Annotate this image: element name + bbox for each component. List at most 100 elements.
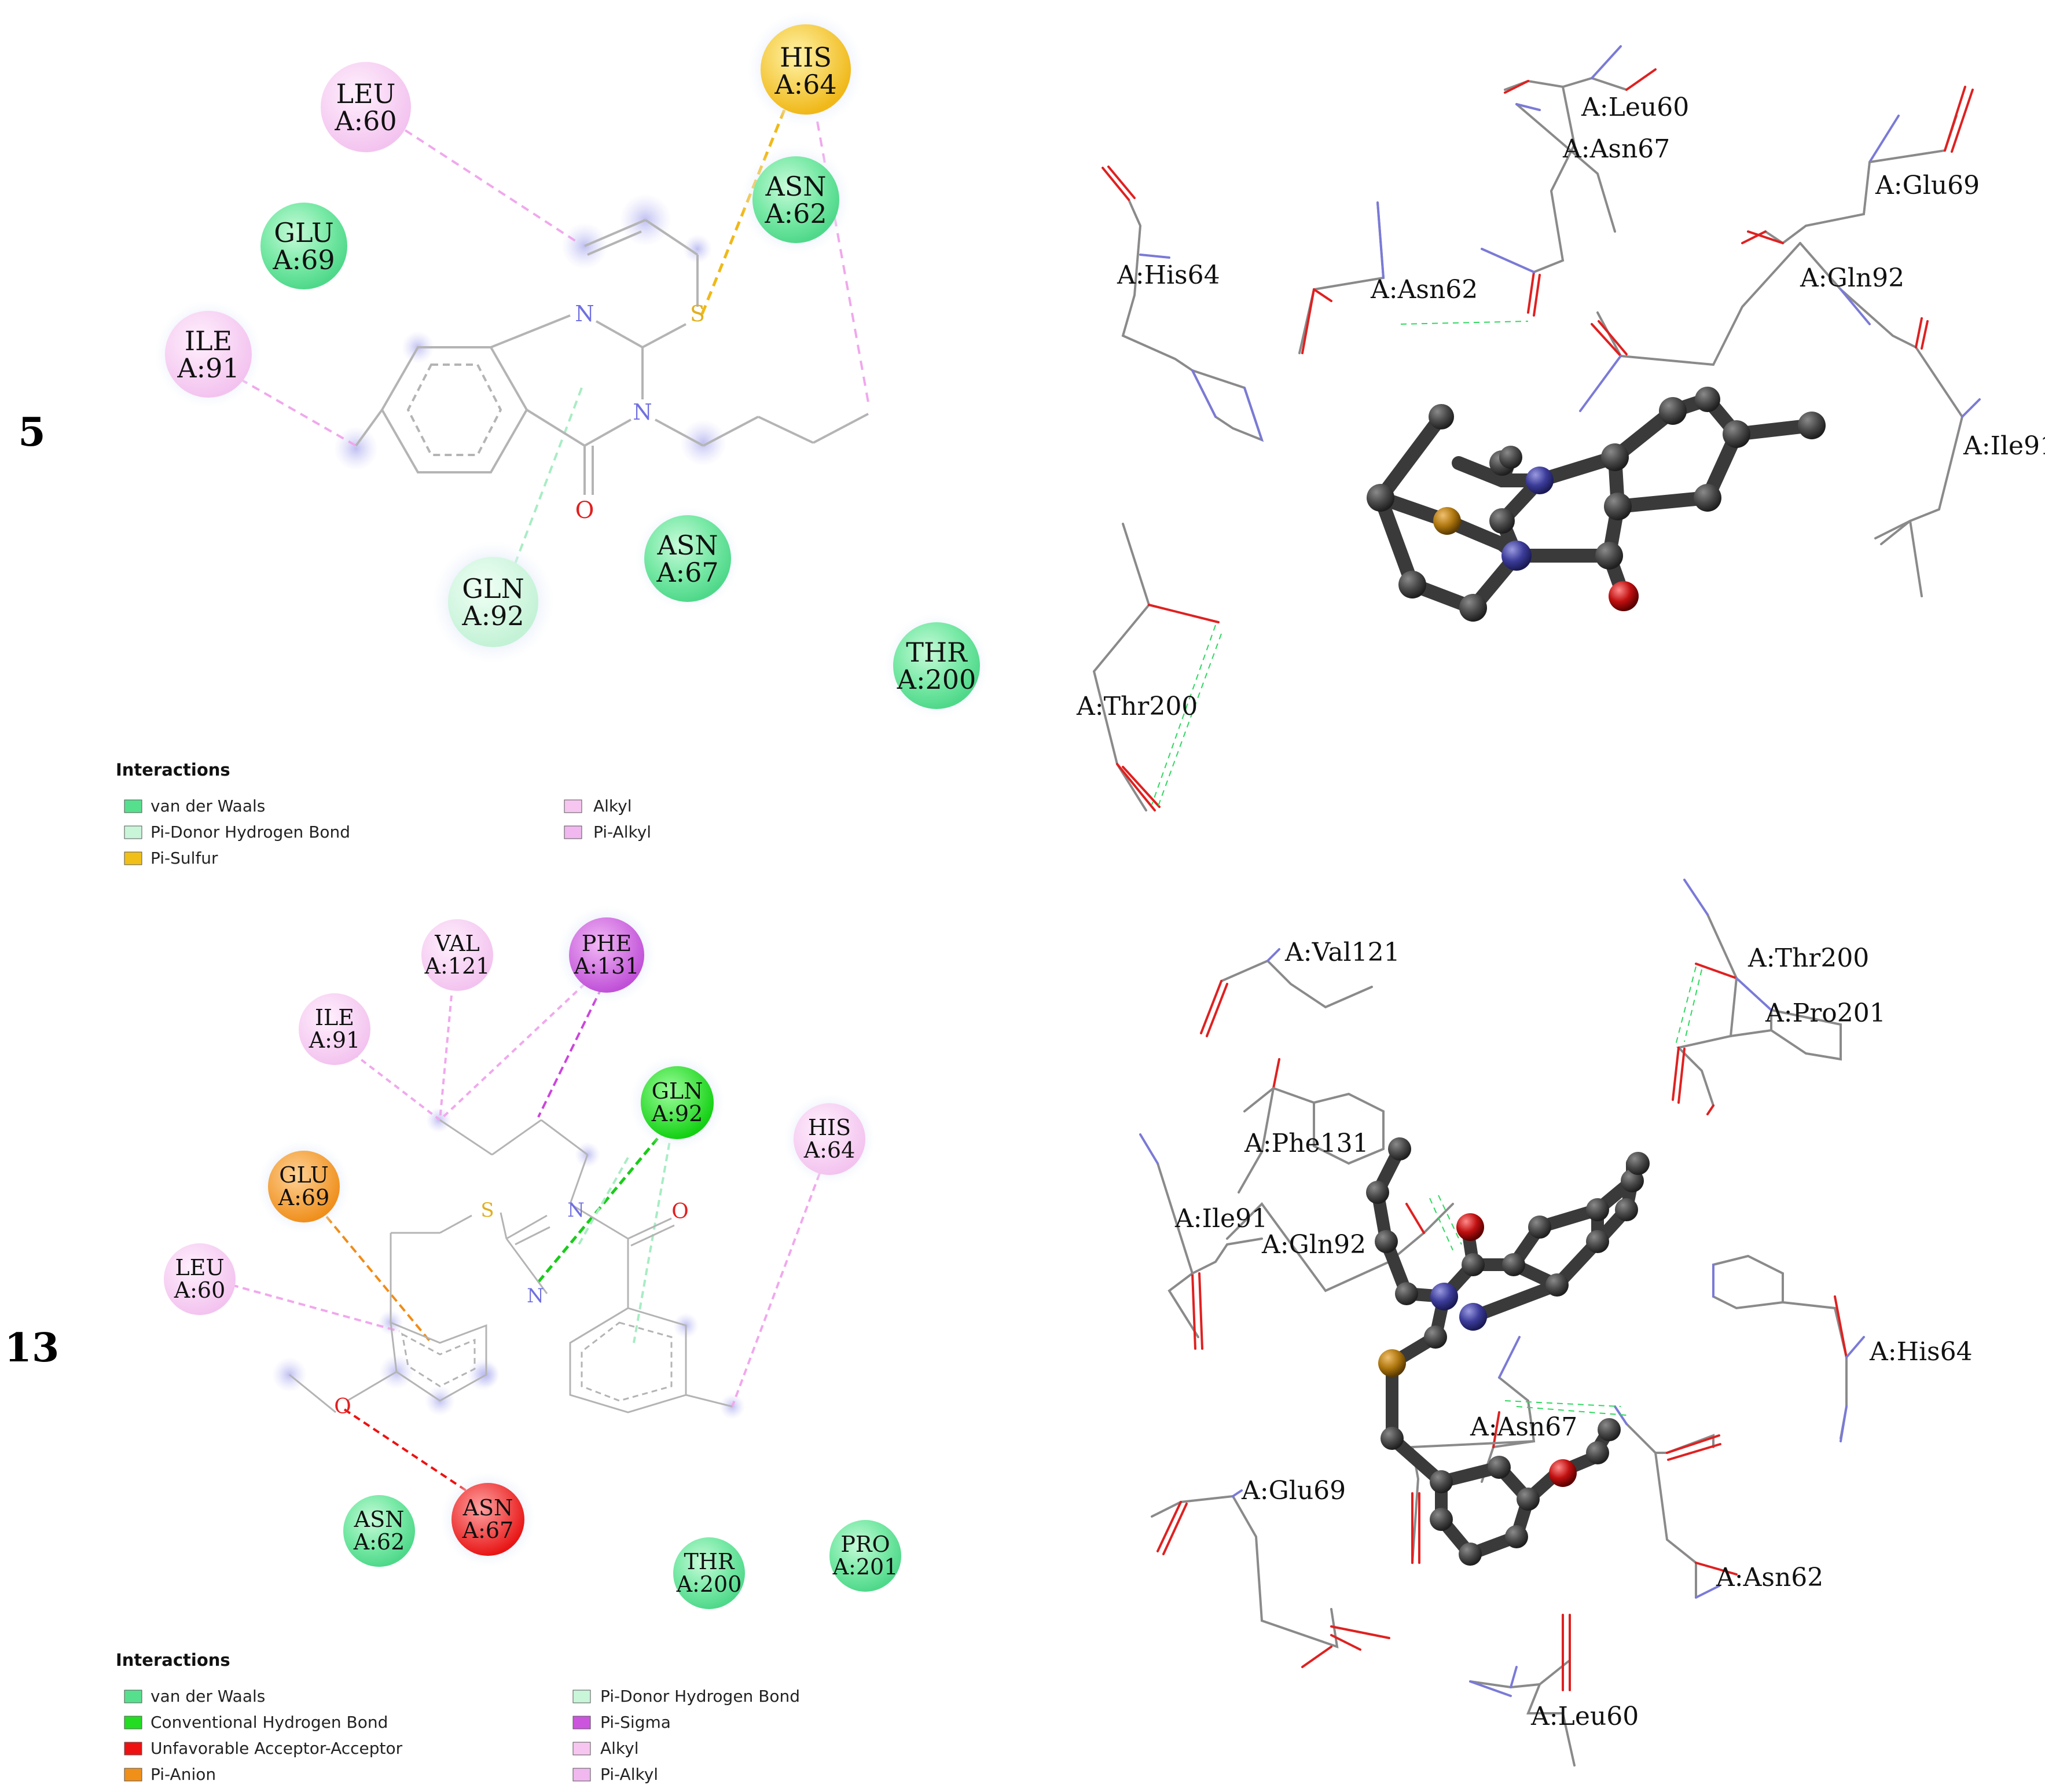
svg-text:Alkyl: Alkyl	[600, 1739, 639, 1758]
ligand-ball-and-stick-13	[1366, 1137, 1650, 1566]
residue-asn62: ASN A:62	[343, 1495, 415, 1567]
residue-label: A:Val121	[1284, 938, 1400, 967]
residue-glu69: GLU A:69	[260, 203, 347, 289]
svg-text:Pi-Anion: Pi-Anion	[150, 1765, 216, 1784]
residue-position: A:69	[278, 1185, 330, 1210]
residue-position: A:64	[774, 69, 836, 100]
binding-pose-view-13: A:Val121 A:Thr200 A:Pro201 A:Phe131 A:Il…	[1139, 879, 1973, 1767]
residue-label: A:Leu60	[1530, 1702, 1639, 1731]
residue-name: ASN	[462, 1495, 513, 1521]
svg-text:van der Waals: van der Waals	[150, 1687, 265, 1706]
residue-position: A:92	[651, 1101, 703, 1126]
residue-labels-3d-5: A:Leu60 A:Asn67 A:Glu69 A:His64 A:Asn62 …	[1076, 93, 2045, 721]
interaction-lines	[231, 983, 829, 1497]
legend-item: Pi-Sigma	[572, 1713, 671, 1732]
residue-name: ASN	[657, 530, 718, 561]
residue-label: A:His64	[1117, 260, 1220, 290]
binding-pose-view-5: A:Leu60 A:Asn67 A:Glu69 A:His64 A:Asn62 …	[1076, 45, 2045, 811]
residue-val121: VAL A:121	[421, 919, 493, 991]
residue-label: A:Glu69	[1875, 171, 1980, 200]
residue-position: A:60	[174, 1277, 226, 1303]
residue-name: GLU	[279, 1162, 329, 1188]
residue-position: A:91	[177, 352, 239, 384]
residue-label: A:Thr200	[1747, 943, 1869, 973]
svg-text:van der Waals: van der Waals	[150, 796, 265, 816]
ligand-structure-13	[289, 1119, 733, 1413]
residue-glu69: GLU A:69	[258, 1140, 350, 1233]
residue-label: A:Thr200	[1076, 692, 1198, 721]
hbond-lines	[1429, 966, 1702, 1416]
residue-label: A:Glu69	[1241, 1476, 1346, 1505]
legend-item: Pi-Alkyl	[564, 822, 651, 842]
legend-item: Pi-Donor Hydrogen Bond	[572, 1687, 800, 1706]
residue-label: A:Leu60	[1581, 93, 1689, 122]
svg-text:Pi-Donor Hydrogen Bond: Pi-Donor Hydrogen Bond	[150, 822, 350, 842]
interaction-diagram-5: N N S O LEU A:60 HIS A:64 ASN A:62	[116, 12, 989, 868]
residue-name: GLN	[462, 573, 524, 604]
residue-ile91: ILE A:91	[155, 301, 262, 407]
hbond-lines	[1151, 321, 1529, 808]
ligand-atoms	[1367, 387, 1826, 622]
legend-5: Interactions van der Waals Pi-Donor Hydr…	[116, 760, 651, 868]
residue-name: VAL	[434, 931, 480, 956]
svg-text:Pi-Sigma: Pi-Sigma	[600, 1713, 671, 1732]
residue-name: ASN	[765, 171, 827, 202]
svg-text:Conventional Hydrogen Bond: Conventional Hydrogen Bond	[150, 1713, 388, 1732]
residue-position: A:60	[334, 105, 396, 137]
residue-thr200: THR A:200	[884, 614, 989, 718]
legend-item: van der Waals	[124, 1687, 265, 1706]
legend-item: Pi-Donor Hydrogen Bond	[124, 822, 350, 842]
residue-leu60: LEU A:60	[164, 1243, 236, 1315]
ligand-atoms	[1366, 1137, 1650, 1566]
compound-label-5: 5	[18, 409, 45, 456]
residue-asn67: ASN A:67	[636, 506, 740, 611]
legend-item: Alkyl	[564, 796, 632, 816]
contact-highlights	[334, 194, 726, 471]
residue-label: A:Gln92	[1800, 263, 1904, 293]
residue-position: A:121	[424, 953, 490, 979]
residue-name: PRO	[840, 1532, 890, 1557]
residue-name: GLU	[274, 217, 334, 248]
residue-position: A:62	[353, 1529, 405, 1555]
svg-text:Unfavorable Acceptor-Acceptor: Unfavorable Acceptor-Acceptor	[150, 1739, 403, 1758]
residue-ile91: ILE A:91	[299, 993, 370, 1065]
protein-sticks	[1092, 45, 1981, 811]
atom-label: N	[575, 301, 594, 326]
protein-sticks	[1139, 879, 1865, 1767]
residue-label: A:Gln92	[1261, 1230, 1366, 1259]
residue-pro201: PRO A:201	[829, 1520, 901, 1592]
residue-bubbles-13: VAL A:121 PHE A:131 ILE A:91 GLN A:92	[164, 906, 901, 1609]
legend-title: Interactions	[116, 760, 230, 780]
svg-text:Pi-Sulfur: Pi-Sulfur	[150, 849, 218, 868]
svg-text:Pi-Alkyl: Pi-Alkyl	[593, 822, 651, 842]
residue-name: HIS	[780, 42, 832, 73]
residue-label: A:Pro201	[1765, 998, 1886, 1028]
residue-position: A:92	[461, 600, 524, 631]
svg-text:Alkyl: Alkyl	[593, 796, 632, 816]
residue-asn67: ASN A:67	[440, 1472, 535, 1567]
atom-label: O	[334, 1395, 351, 1419]
atom-label: O	[671, 1200, 689, 1224]
residue-label: A:His64	[1869, 1337, 1973, 1367]
residue-name: ASN	[354, 1507, 405, 1532]
residue-position: A:91	[309, 1027, 361, 1053]
residue-position: A:131	[574, 953, 640, 979]
residue-name: THR	[906, 637, 968, 668]
atom-label: O	[575, 497, 594, 524]
residue-position: A:201	[832, 1554, 898, 1580]
legend-item: Pi-Alkyl	[572, 1765, 658, 1784]
residue-label: A:Asn67	[1470, 1412, 1577, 1442]
residue-name: HIS	[808, 1115, 851, 1140]
legend-item: Pi-Anion	[124, 1765, 216, 1784]
contact-highlights	[272, 1107, 745, 1419]
svg-text:Pi-Donor Hydrogen Bond: Pi-Donor Hydrogen Bond	[600, 1687, 800, 1706]
atom-label: N	[567, 1199, 585, 1222]
legend-13: Interactions van der Waals Conventional …	[116, 1650, 800, 1784]
residue-position: A:200	[676, 1571, 742, 1597]
residue-asn62: ASN A:62	[741, 145, 851, 255]
residue-position: A:67	[656, 557, 718, 588]
residue-gln92: GLN A:92	[432, 541, 554, 663]
legend-item: van der Waals	[124, 796, 265, 816]
